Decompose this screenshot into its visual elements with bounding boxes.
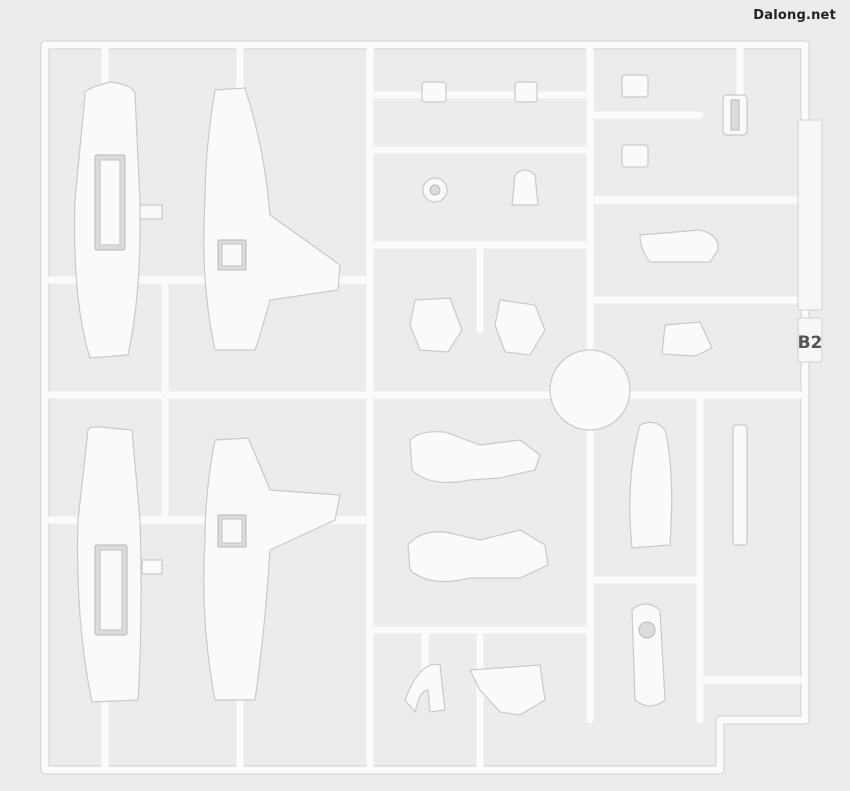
part-ring-connector: [549, 349, 631, 431]
part-thruster-left-bottom: [76, 426, 163, 703]
part-leg-upper: [409, 431, 541, 483]
part-nose-cone: [629, 421, 673, 549]
runner-id-tag: B2: [797, 119, 823, 363]
part-hinge-block: [639, 229, 719, 357]
part-wing-left-top: [203, 87, 341, 351]
runner-label: B2: [798, 333, 823, 353]
outer-frame: [41, 41, 809, 774]
part-shoulder-pads: [409, 297, 546, 356]
part-cockpit: [631, 603, 666, 707]
part-small-rings-top: [421, 81, 539, 206]
inner-sprues: [41, 41, 809, 774]
part-rod: [732, 424, 748, 546]
watermark-text: Dalong.net: [753, 8, 836, 23]
part-wing-left-bottom: [203, 437, 341, 701]
part-leg-lower: [407, 529, 549, 583]
part-clips-bottom: [404, 663, 546, 716]
part-pegs-right: [621, 74, 748, 168]
part-thruster-left-top: [73, 81, 163, 359]
